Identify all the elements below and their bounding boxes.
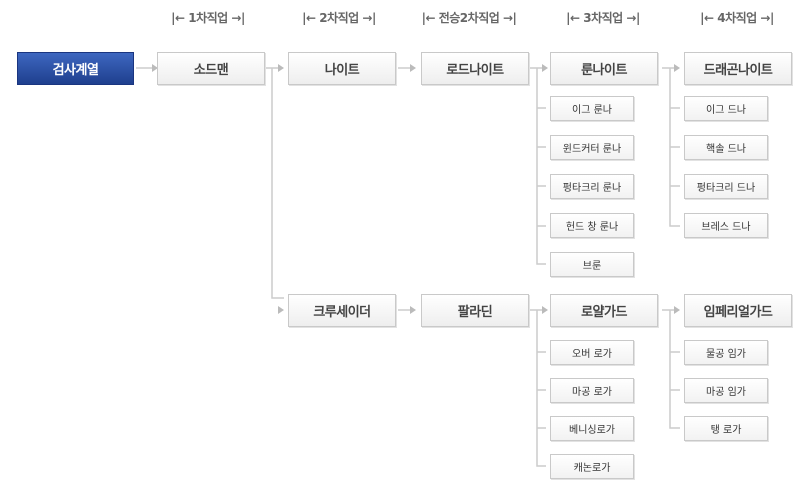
arrow-head bbox=[410, 64, 416, 72]
node-paladin: 팔라딘 bbox=[421, 294, 529, 327]
node-royal-guard: 로얄가드 bbox=[550, 294, 658, 327]
header-job3: |← 3차직업 →| bbox=[566, 10, 640, 25]
node-imperial-guard: 임페리얼가드 bbox=[684, 294, 792, 327]
node-dragon-build: 핵솔 드나 bbox=[684, 135, 768, 160]
node-knight: 나이트 bbox=[288, 52, 396, 85]
arrow-head bbox=[152, 64, 158, 72]
connector-lord-rune bbox=[530, 67, 546, 265]
node-root-swordsman-line: 검사계열 bbox=[17, 52, 134, 85]
node-dragon-build: 펑타크리 드나 bbox=[684, 174, 768, 199]
node-crusader: 크루세이더 bbox=[288, 294, 396, 327]
header-job1: |← 1차직업 →| bbox=[171, 10, 245, 25]
arrow-head bbox=[542, 64, 548, 72]
node-rune-build: 브룬 bbox=[550, 252, 634, 277]
arrow-head bbox=[410, 306, 416, 314]
node-imperial-build: 탱 로가 bbox=[684, 416, 768, 441]
arrow-head bbox=[278, 306, 284, 314]
node-dragon-knight: 드래곤나이트 bbox=[684, 52, 792, 85]
connector-paladin-royal bbox=[530, 309, 546, 467]
arrow-head bbox=[674, 306, 680, 314]
arrow-head bbox=[542, 306, 548, 314]
node-imperial-build: 물공 임가 bbox=[684, 340, 768, 365]
node-royal-build: 마공 로가 bbox=[550, 378, 634, 403]
connector-royal-imperial bbox=[662, 309, 680, 429]
node-imperial-build: 마공 임가 bbox=[684, 378, 768, 403]
connector-rune-dragon bbox=[662, 67, 680, 227]
header-job4: |← 4차직업 →| bbox=[700, 10, 774, 25]
node-rune-build: 헌드 창 룬나 bbox=[550, 213, 634, 238]
node-dragon-build: 브레스 드나 bbox=[684, 213, 768, 238]
node-royal-build: 베니싱로가 bbox=[550, 416, 634, 441]
node-rune-knight: 룬나이트 bbox=[550, 52, 658, 85]
node-rune-build: 펑타크리 룬나 bbox=[550, 174, 634, 199]
header-job2: |← 2차직업 →| bbox=[302, 10, 376, 25]
node-dragon-build: 이그 드나 bbox=[684, 96, 768, 121]
connector-first-branch bbox=[265, 67, 284, 299]
node-lord-knight: 로드나이트 bbox=[421, 52, 529, 85]
node-royal-build: 캐논로가 bbox=[550, 454, 634, 479]
node-royal-build: 오버 로가 bbox=[550, 340, 634, 365]
header-job-rare2: |← 전승2차직업 →| bbox=[421, 10, 517, 25]
node-rune-build: 윈드커터 룬나 bbox=[550, 135, 634, 160]
arrow-head bbox=[278, 64, 284, 72]
node-rune-build: 이그 룬나 bbox=[550, 96, 634, 121]
node-swordsman: 소드맨 bbox=[157, 52, 265, 85]
arrow-head bbox=[674, 64, 680, 72]
